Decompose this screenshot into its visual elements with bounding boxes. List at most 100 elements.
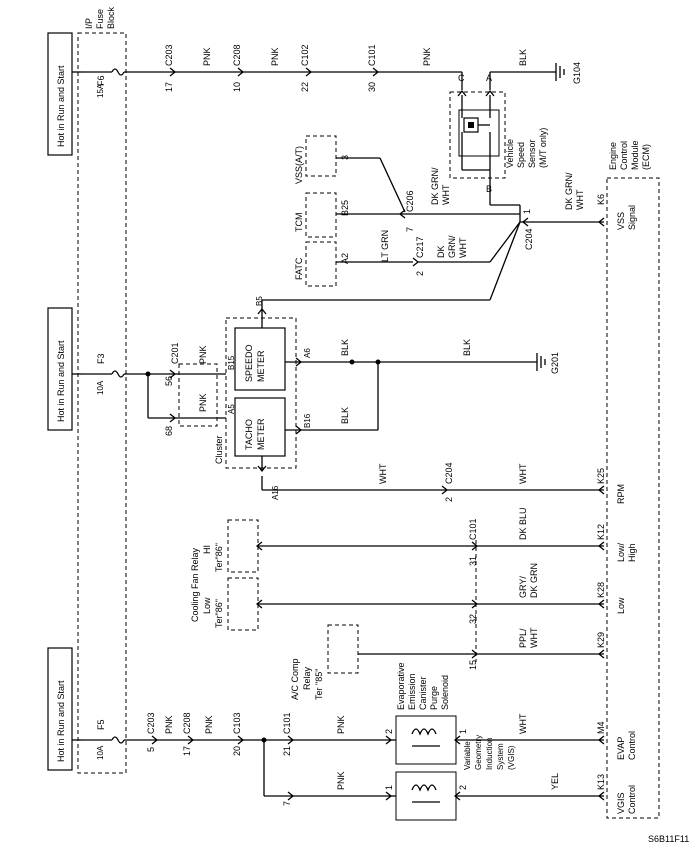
svg-text:A2: A2 xyxy=(340,253,350,264)
ground-g104: G104 xyxy=(550,62,582,84)
svg-text:TACHO: TACHO xyxy=(244,419,254,450)
svg-text:PNK: PNK xyxy=(204,715,214,734)
svg-text:Relay: Relay xyxy=(302,666,312,690)
svg-text:A/C Comp: A/C Comp xyxy=(290,658,300,700)
svg-text:17: 17 xyxy=(182,746,192,756)
svg-text:C206: C206 xyxy=(405,190,415,212)
svg-text:15: 15 xyxy=(468,660,478,670)
svg-text:PNK: PNK xyxy=(336,715,346,734)
svg-text:Speed: Speed xyxy=(516,142,526,168)
svg-text:Induction: Induction xyxy=(485,738,494,770)
rail-label-bottom: Hot in Run and Start xyxy=(56,680,66,762)
svg-text:B15: B15 xyxy=(227,355,236,370)
ecm-outline xyxy=(606,177,660,819)
svg-text:Control: Control xyxy=(627,785,637,814)
svg-text:BLK: BLK xyxy=(340,339,350,356)
svg-text:DK: DK xyxy=(436,245,446,258)
svg-text:F3: F3 xyxy=(96,353,106,364)
svg-text:DK BLU: DK BLU xyxy=(518,507,528,540)
svg-text:G201: G201 xyxy=(550,352,560,374)
svg-text:LT GRN: LT GRN xyxy=(380,230,390,262)
svg-text:2: 2 xyxy=(384,729,394,734)
svg-text:C204: C204 xyxy=(444,462,454,484)
ac-comp-relay: A/C Comp Relay Ter "85" 15 PPL/ WHT K29 xyxy=(290,624,606,700)
svg-text:Signal: Signal xyxy=(627,205,637,230)
svg-text:68: 68 xyxy=(164,426,174,436)
svg-text:C: C xyxy=(458,73,465,83)
svg-text:VSS: VSS xyxy=(616,212,626,230)
svg-text:5: 5 xyxy=(146,747,156,752)
svg-text:PNK: PNK xyxy=(336,771,346,790)
svg-text:Control: Control xyxy=(619,141,629,170)
svg-text:Canister: Canister xyxy=(418,676,428,710)
svg-text:Ter"86": Ter"86" xyxy=(214,543,224,572)
svg-text:Evaporative: Evaporative xyxy=(396,662,406,710)
svg-text:7: 7 xyxy=(405,227,415,232)
svg-text:System: System xyxy=(496,743,505,770)
svg-text:C101: C101 xyxy=(282,712,292,734)
svg-text:FATC: FATC xyxy=(294,257,304,280)
svg-text:WHT: WHT xyxy=(441,184,451,205)
svg-text:BLK: BLK xyxy=(462,339,472,356)
svg-text:HI: HI xyxy=(202,545,212,554)
svg-text:Control: Control xyxy=(627,731,637,760)
svg-text:C217: C217 xyxy=(415,236,425,258)
svg-text:Variable: Variable xyxy=(463,741,472,770)
svg-text:B: B xyxy=(486,184,492,194)
vss-sensor: C A B Vehicle Speed Sensor (M/T only) xyxy=(449,73,548,194)
svg-text:METER: METER xyxy=(256,418,266,450)
svg-text:A16: A16 xyxy=(271,485,280,500)
svg-text:RPM: RPM xyxy=(616,484,626,504)
rail-box-bottom: Hot in Run and Start xyxy=(47,647,73,771)
svg-text:Fuse: Fuse xyxy=(95,9,105,29)
svg-text:YEL: YEL xyxy=(550,773,560,790)
svg-text:K29: K29 xyxy=(596,632,606,648)
svg-text:EVAP: EVAP xyxy=(616,737,626,760)
svg-text:Low/: Low/ xyxy=(616,542,626,562)
svg-text:WHT: WHT xyxy=(575,189,585,210)
svg-text:B16: B16 xyxy=(303,413,312,428)
fan-relay-low: Low Ter"86" 32 GRY/ DK GRN K28 Low xyxy=(202,563,626,631)
top-run: 17 C203 PNK 10 C208 PNK 22 C102 30 C101 … xyxy=(124,44,550,92)
svg-text:Geometry: Geometry xyxy=(474,735,483,770)
svg-text:WHT: WHT xyxy=(458,237,468,258)
svg-text:C201: C201 xyxy=(170,342,180,364)
svg-text:METER: METER xyxy=(256,350,266,382)
fuse-f3: F3 10A xyxy=(84,353,125,395)
svg-text:C101: C101 xyxy=(367,44,377,66)
svg-text:VSS(A/T): VSS(A/T) xyxy=(294,146,304,184)
svg-text:High: High xyxy=(627,543,637,562)
svg-text:2: 2 xyxy=(458,785,468,790)
svg-text:TCM: TCM xyxy=(294,213,304,233)
svg-text:K28: K28 xyxy=(596,582,606,598)
fuse-block-label: I/P Fuse Block xyxy=(84,6,116,29)
cluster: Cluster SPEEDO METER TACHO METER 56 C201… xyxy=(124,221,560,469)
svg-text:21: 21 xyxy=(282,746,292,756)
svg-text:15A: 15A xyxy=(96,83,105,98)
figure-code: S6B11F11 xyxy=(648,834,689,844)
svg-text:C102: C102 xyxy=(300,44,310,66)
fuse-f6: F6 15A xyxy=(84,68,125,98)
tcm-module: TCM B25 xyxy=(294,192,520,238)
svg-text:Solenoid: Solenoid xyxy=(440,675,450,710)
svg-text:(ECM): (ECM) xyxy=(641,144,651,170)
svg-text:56: 56 xyxy=(164,376,174,386)
svg-text:DK GRN/: DK GRN/ xyxy=(564,172,574,210)
svg-text:17: 17 xyxy=(164,82,174,92)
svg-text:7: 7 xyxy=(282,801,292,806)
svg-text:WHT: WHT xyxy=(378,463,388,484)
svg-text:DK GRN: DK GRN xyxy=(529,563,539,598)
svg-text:C208: C208 xyxy=(182,712,192,734)
vgis-solenoid: 1 2 Variable Geometry Induction System (… xyxy=(384,735,637,821)
svg-text:WHT: WHT xyxy=(529,627,539,648)
svg-text:10: 10 xyxy=(232,82,242,92)
bottom-run: 5 C203 PNK 17 C208 PNK 20 C103 21 C101 P… xyxy=(124,712,390,806)
svg-text:10A: 10A xyxy=(96,380,105,395)
svg-text:B5: B5 xyxy=(255,296,264,306)
svg-text:Emission: Emission xyxy=(407,673,417,710)
svg-text:K25: K25 xyxy=(596,468,606,484)
svg-text:Vehicle: Vehicle xyxy=(505,139,515,168)
vss-signal-circuit: DK GRN/ WHT DK GRN/ WHT K6 VSS Signal 1 … xyxy=(430,167,637,250)
svg-text:PPL/: PPL/ xyxy=(518,628,528,648)
